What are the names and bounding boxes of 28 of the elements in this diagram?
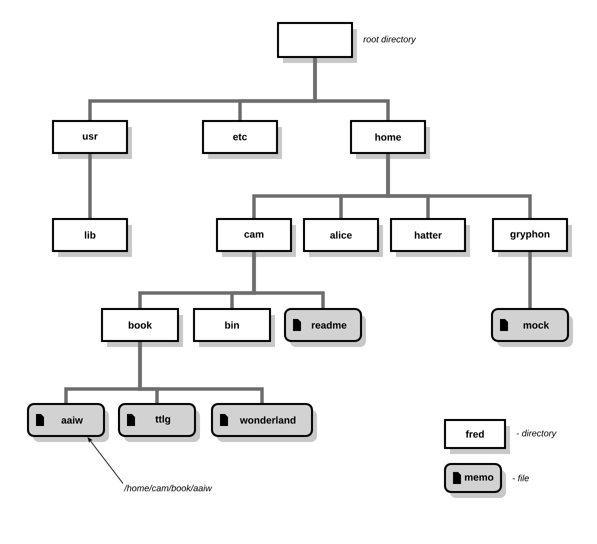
directory-box: fred [444, 419, 510, 454]
directory-box: usr [52, 120, 132, 159]
directory-box: hatter [390, 218, 470, 257]
directory-box: home [350, 120, 430, 159]
directory-box: gryphon [492, 218, 572, 257]
directory-box: cam [216, 218, 296, 257]
tree-line [138, 342, 264, 403]
directory-box: alice [303, 218, 383, 257]
tree-line [313, 58, 390, 120]
directory-box: lib [52, 218, 132, 257]
file-box: readme [284, 308, 366, 347]
note-text: - file [512, 474, 529, 482]
directory-box: book [101, 308, 183, 347]
file-box: ttlg [118, 403, 200, 442]
file-box: wonderland [211, 403, 317, 442]
tree-line [252, 252, 325, 308]
file-box: memo [444, 463, 506, 498]
tree-line [386, 154, 532, 218]
tree-line [88, 154, 92, 218]
note-text: root directory [363, 36, 416, 44]
directory-box: bin [193, 308, 275, 347]
file-box: mock [491, 308, 573, 347]
directory-box [277, 22, 357, 63]
tree-line [528, 252, 532, 308]
directory-box: etc [202, 120, 282, 159]
path-label: /home/cam/book/aaiw [124, 484, 212, 492]
file-box: aaiw [27, 403, 109, 442]
note-text: - directory [516, 430, 557, 438]
